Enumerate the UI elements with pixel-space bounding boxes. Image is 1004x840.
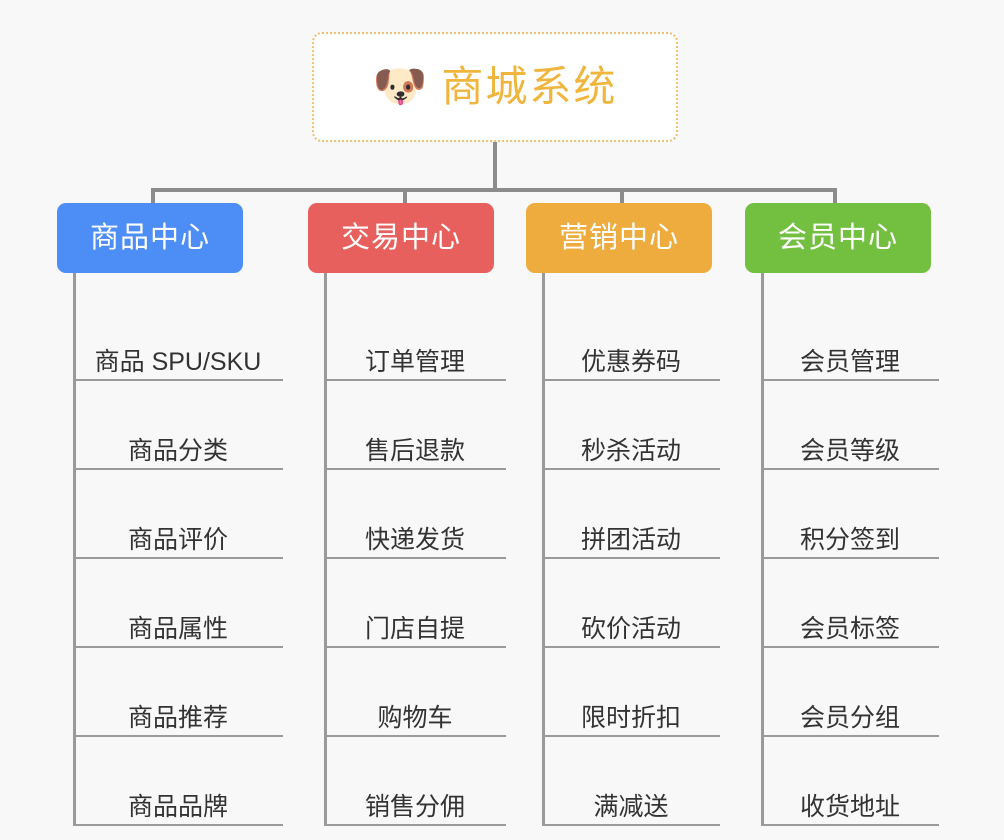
branch-trunk-marketing-center [542, 273, 545, 826]
leaf-underline [542, 824, 720, 826]
leaf-underline [761, 557, 939, 559]
connector-drop-3 [620, 188, 624, 206]
leaf-underline [542, 379, 720, 381]
leaf-underline [761, 735, 939, 737]
leaf-item[interactable]: 会员管理 [761, 292, 939, 381]
branch-trunk-product-center [73, 273, 76, 826]
leaf-item-label: 限时折扣 [580, 704, 681, 732]
leaf-item[interactable]: 商品推荐 [73, 648, 283, 737]
leaf-item[interactable]: 门店自提 [324, 559, 506, 648]
leaf-underline [324, 735, 506, 737]
leaf-item[interactable]: 积分签到 [761, 470, 939, 559]
leaf-item[interactable]: 秒杀活动 [542, 381, 720, 470]
leaf-underline [761, 468, 939, 470]
leaf-item[interactable]: 会员分组 [761, 648, 939, 737]
leaf-item-label: 门店自提 [364, 615, 465, 643]
root-node-card[interactable]: 🐶 商城系统 [312, 32, 678, 142]
leaf-item[interactable]: 商品属性 [73, 559, 283, 648]
leaf-underline [324, 646, 506, 648]
root-title: 商城系统 [441, 63, 618, 110]
leaf-underline [324, 468, 506, 470]
branch-box-label: 商品中心 [89, 221, 210, 254]
branch-box-marketing-center[interactable]: 营销中心 [526, 203, 712, 273]
leaf-item-label: 商品品牌 [127, 793, 228, 821]
leaf-item-label: 收货地址 [799, 793, 900, 821]
leaf-underline [761, 824, 939, 826]
leaf-item-label: 销售分佣 [364, 793, 465, 821]
leaf-item-label: 商品 SPU/SKU [94, 348, 262, 376]
leaf-item-label: 积分签到 [799, 526, 900, 554]
leaf-item[interactable]: 商品分类 [73, 381, 283, 470]
leaf-item[interactable]: 订单管理 [324, 292, 506, 381]
leaf-item[interactable]: 收货地址 [761, 737, 939, 826]
leaf-item-label: 商品分类 [127, 437, 228, 465]
leaf-item[interactable]: 拼团活动 [542, 470, 720, 559]
leaf-item[interactable]: 购物车 [324, 648, 506, 737]
leaf-item[interactable]: 快递发货 [324, 470, 506, 559]
leaf-item-label: 秒杀活动 [580, 437, 681, 465]
leaf-underline [73, 379, 283, 381]
branch-box-label: 营销中心 [558, 221, 679, 254]
leaf-item-label: 会员标签 [799, 615, 900, 643]
connector-drop-2 [403, 188, 407, 206]
leaf-item-label: 购物车 [377, 704, 453, 732]
leaf-item[interactable]: 会员等级 [761, 381, 939, 470]
leaf-underline [542, 557, 720, 559]
leaf-item[interactable]: 商品评价 [73, 470, 283, 559]
leaf-item-label: 商品属性 [127, 615, 228, 643]
leaf-item[interactable]: 砍价活动 [542, 559, 720, 648]
leaf-item-label: 售后退款 [364, 437, 465, 465]
branch-box-product-center[interactable]: 商品中心 [57, 203, 243, 273]
leaf-item[interactable]: 商品品牌 [73, 737, 283, 826]
leaf-item[interactable]: 优惠券码 [542, 292, 720, 381]
leaf-underline [324, 557, 506, 559]
leaf-item[interactable]: 满减送 [542, 737, 720, 826]
leaf-item-label: 拼团活动 [580, 526, 681, 554]
leaf-item[interactable]: 会员标签 [761, 559, 939, 648]
leaf-underline [542, 646, 720, 648]
leaf-item-label: 优惠券码 [580, 348, 681, 376]
leaf-underline [324, 824, 506, 826]
leaf-item-label: 砍价活动 [580, 615, 681, 643]
leaf-item[interactable]: 售后退款 [324, 381, 506, 470]
connector-drop-4 [833, 188, 837, 206]
branch-box-label: 交易中心 [340, 221, 461, 254]
leaf-item-label: 商品评价 [127, 526, 228, 554]
leaf-underline [73, 646, 283, 648]
leaf-underline [542, 468, 720, 470]
leaf-item-label: 满减送 [593, 793, 669, 821]
leaf-item-label: 订单管理 [364, 348, 465, 376]
leaf-item-label: 快递发货 [364, 526, 465, 554]
leaf-underline [73, 557, 283, 559]
branch-box-label: 会员中心 [777, 221, 898, 254]
leaf-item[interactable]: 销售分佣 [324, 737, 506, 826]
branch-box-trade-center[interactable]: 交易中心 [308, 203, 494, 273]
branch-trunk-member-center [761, 273, 764, 826]
leaf-underline [73, 468, 283, 470]
leaf-item[interactable]: 限时折扣 [542, 648, 720, 737]
leaf-item-label: 会员等级 [799, 437, 900, 465]
leaf-underline [761, 646, 939, 648]
leaf-underline [324, 379, 506, 381]
leaf-item-label: 会员分组 [799, 704, 900, 732]
leaf-underline [73, 824, 283, 826]
leaf-underline [73, 735, 283, 737]
leaf-underline [542, 735, 720, 737]
connector-drop-1 [151, 188, 155, 206]
shiba-dog-face-icon: 🐶 [372, 62, 428, 111]
connector-root-stem [493, 142, 497, 192]
leaf-item[interactable]: 商品 SPU/SKU [73, 292, 283, 381]
leaf-item-label: 商品推荐 [127, 704, 228, 732]
branch-box-member-center[interactable]: 会员中心 [745, 203, 931, 273]
leaf-item-label: 会员管理 [799, 348, 900, 376]
connector-horizontal-bus [151, 188, 837, 192]
branch-trunk-trade-center [324, 273, 327, 826]
leaf-underline [761, 379, 939, 381]
